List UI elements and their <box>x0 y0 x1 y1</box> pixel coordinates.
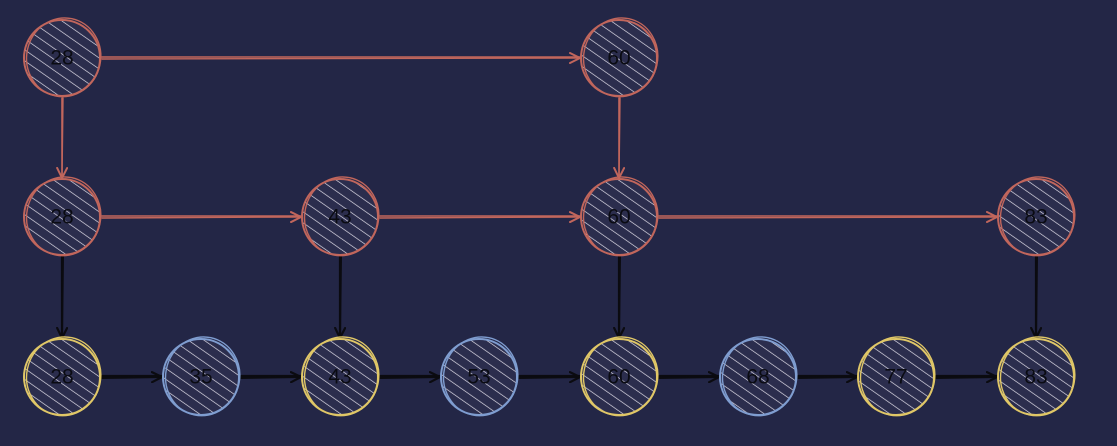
node-l0-77: 77 <box>857 336 936 417</box>
node-sketch-outline <box>303 336 380 417</box>
edge-arrow-l0-53-to-l0-60 <box>518 377 580 378</box>
node-l0-60: 60 <box>580 336 659 417</box>
node-circle <box>580 19 658 97</box>
node-circle <box>23 19 101 97</box>
node-sketch-outline <box>303 176 380 257</box>
node-circle <box>997 178 1075 256</box>
edge-arrow-l1-43-to-l1-60 <box>379 211 581 224</box>
node-label: 83 <box>1024 366 1047 389</box>
node-sketch-outline <box>25 176 102 257</box>
node-label: 53 <box>467 366 490 389</box>
node-circle <box>997 338 1075 416</box>
node-label: 60 <box>607 206 630 229</box>
edge-arrow-l1-60-to-l1-83 <box>658 211 998 224</box>
node-circle <box>301 178 379 256</box>
node-l0-35: 35 <box>162 336 241 417</box>
edge-arrow-l0-60-to-l0-68 <box>658 377 719 378</box>
node-l2-28: 28 <box>23 17 102 98</box>
edge-arrow-l2-28-to-l1-28 <box>56 97 69 179</box>
edge-arrow-l2-28-to-l2-60 <box>101 52 581 65</box>
edge-arrow-l0-68-to-l0-77 <box>797 377 857 378</box>
node-sketch-outline <box>442 336 519 417</box>
node-l1-83: 83 <box>997 176 1076 257</box>
node-l2-60: 60 <box>580 17 659 98</box>
node-sketch-outline <box>25 17 102 98</box>
edge-arrow-l1-83-to-l0-83 <box>1036 256 1037 338</box>
node-circle <box>23 178 101 256</box>
node-sketch-outline <box>859 336 936 417</box>
node-sketch-outline <box>582 336 659 417</box>
node-circle <box>580 338 658 416</box>
node-label: 43 <box>328 366 351 389</box>
edge-arrow-l0-43-to-l0-53 <box>379 377 440 378</box>
node-label: 28 <box>50 366 73 389</box>
edge-arrow-l2-60-to-l1-60 <box>613 97 626 179</box>
node-circle <box>857 338 935 416</box>
node-l0-53: 53 <box>440 336 519 417</box>
node-l0-43: 43 <box>301 336 380 417</box>
node-l0-28: 28 <box>23 336 102 417</box>
node-circle <box>23 338 101 416</box>
edges-layer <box>56 52 1037 378</box>
edge-arrow-l1-43-to-l0-43 <box>340 256 341 338</box>
node-label: 68 <box>746 366 769 389</box>
node-l1-28: 28 <box>23 176 102 257</box>
node-label: 35 <box>189 366 212 389</box>
node-sketch-outline <box>582 17 659 98</box>
node-circle <box>301 338 379 416</box>
node-circle <box>719 338 797 416</box>
nodes-layer: 28 60 28 43 60 83 28 35 43 53 60 68 77 83 <box>23 17 1076 417</box>
node-label: 28 <box>50 206 73 229</box>
node-sketch-outline <box>582 176 659 257</box>
node-label: 60 <box>607 47 630 70</box>
node-l0-68: 68 <box>719 336 798 417</box>
edge-arrow-l1-28-to-l0-28 <box>62 256 63 338</box>
edge-arrow-l0-28-to-l0-35 <box>101 377 162 378</box>
node-label: 77 <box>884 366 907 389</box>
node-l1-43: 43 <box>301 176 380 257</box>
node-label: 60 <box>607 366 630 389</box>
node-label: 83 <box>1024 206 1047 229</box>
node-circle <box>162 338 240 416</box>
edge-arrow-l0-35-to-l0-43 <box>240 377 301 378</box>
node-sketch-outline <box>164 336 241 417</box>
node-l1-60: 60 <box>580 176 659 257</box>
edge-arrow-l1-60-to-l0-60 <box>619 256 620 338</box>
node-sketch-outline <box>999 336 1076 417</box>
edge-arrow-l0-77-to-l0-83 <box>935 377 997 378</box>
node-circle <box>580 178 658 256</box>
edge-arrow-l1-28-to-l1-43 <box>101 211 302 224</box>
node-label: 28 <box>50 47 73 70</box>
node-sketch-outline <box>25 336 102 417</box>
node-label: 43 <box>328 206 351 229</box>
node-sketch-outline <box>721 336 798 417</box>
node-sketch-outline <box>999 176 1076 257</box>
node-circle <box>440 338 518 416</box>
node-l0-83: 83 <box>997 336 1076 417</box>
